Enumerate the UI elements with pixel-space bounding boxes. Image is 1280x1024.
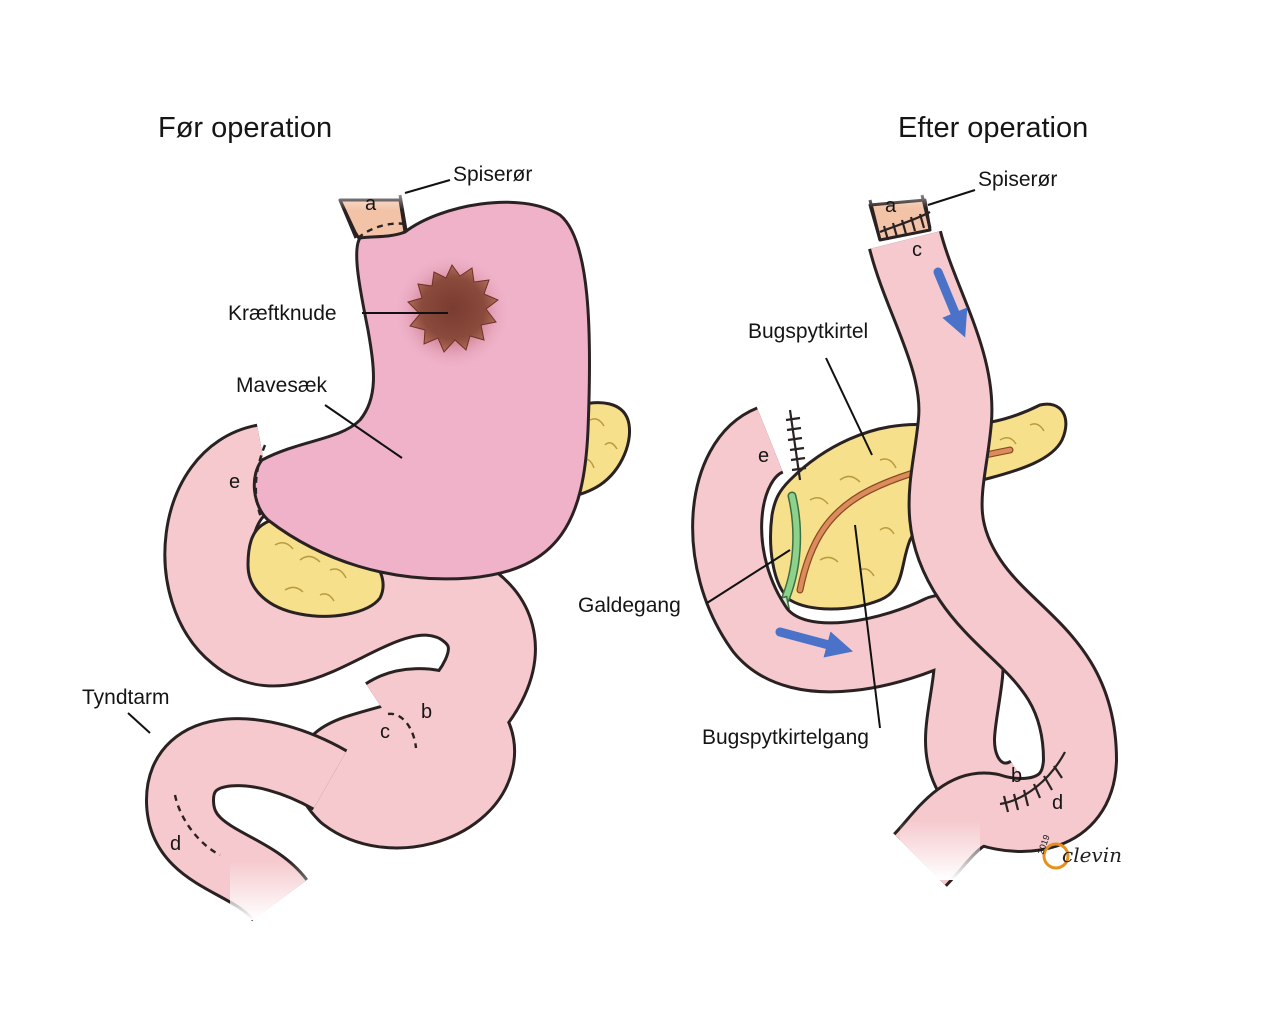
before-panel: Før operation xyxy=(82,112,631,923)
label-bile-duct: Galdegang xyxy=(578,594,681,617)
after-letter-d: d xyxy=(1052,792,1063,814)
before-small-intestine xyxy=(145,423,537,923)
before-cut-e xyxy=(254,444,267,521)
label-pancreatic-duct: Bugspytkirtelgang xyxy=(702,726,869,749)
after-panel: Efter operation xyxy=(578,112,1122,887)
after-letter-e: e xyxy=(758,445,769,467)
before-letter-d: d xyxy=(170,833,181,855)
flow-arrow-down xyxy=(933,267,968,338)
tumor[interactable] xyxy=(394,254,510,370)
bile-duct[interactable] xyxy=(781,493,800,605)
after-label-esophagus: Spiserør xyxy=(978,168,1057,191)
label-tumor: Kræftknude xyxy=(228,302,337,325)
before-cut-b xyxy=(387,712,418,749)
after-letter-b: b xyxy=(1011,765,1022,787)
artist-signature: 2019 clevin xyxy=(1035,833,1122,870)
label-pancreas: Bugspytkirtel xyxy=(748,320,868,343)
before-letter-b: b xyxy=(421,701,432,723)
flow-arrow-right xyxy=(775,627,854,658)
before-label-esophagus: Spiserør xyxy=(453,163,532,186)
after-title: Efter operation xyxy=(898,112,1088,144)
before-letter-c: c xyxy=(380,721,390,743)
before-cut-a xyxy=(357,222,406,239)
label-stomach: Mavesæk xyxy=(236,374,328,397)
before-title: Før operation xyxy=(158,112,332,144)
signature-name: clevin xyxy=(1062,843,1122,867)
after-jejunal-limb xyxy=(691,406,1050,834)
after-esophagus xyxy=(860,180,940,242)
after-letter-a: a xyxy=(885,195,897,217)
before-letter-e: e xyxy=(229,471,240,493)
after-letter-c: c xyxy=(912,239,922,261)
after-roux-limb xyxy=(868,229,1118,887)
before-letter-a: a xyxy=(365,193,377,215)
before-cut-d xyxy=(173,794,221,857)
label-small-intestine: Tyndtarm xyxy=(82,686,170,709)
